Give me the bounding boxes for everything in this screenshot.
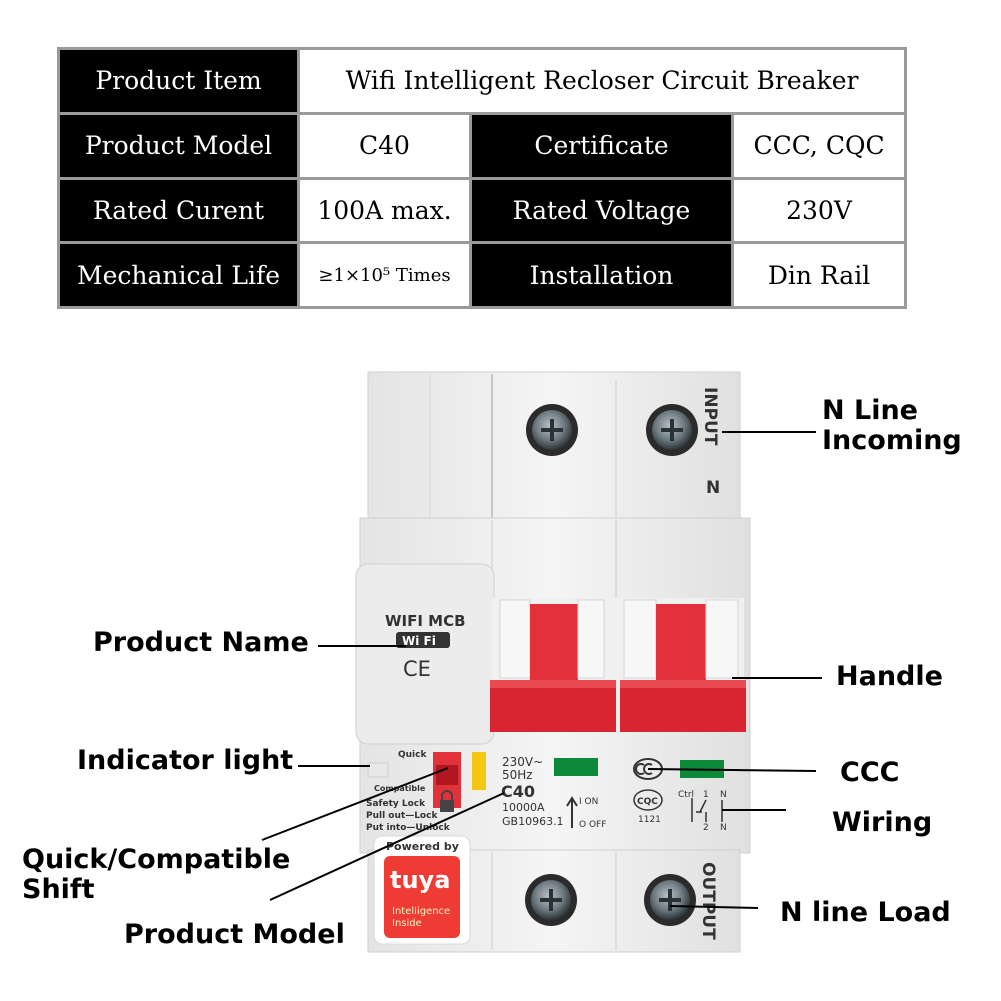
callout-handle: Handle xyxy=(836,661,943,692)
spec-header-cell: Mechanical Life xyxy=(57,241,300,309)
terminal-n-bottom-label: N xyxy=(720,823,727,833)
handles[interactable] xyxy=(490,598,746,732)
callout-n-line-incoming-line2: Incoming xyxy=(822,424,962,456)
off-label: O OFF xyxy=(579,820,606,830)
n-label-top: N xyxy=(706,478,720,498)
svg-text:Wi Fi: Wi Fi xyxy=(402,634,436,648)
on-off-arrow-icon xyxy=(566,796,578,828)
spec-value-cell: C40 xyxy=(297,111,472,180)
callout-indicator-light: Indicator light xyxy=(77,745,294,776)
intelligence-line-2: Inside xyxy=(392,918,422,929)
input-screw-left-icon xyxy=(526,404,578,456)
spec-header-cell: Rated Voltage xyxy=(469,176,734,245)
padlock-icon xyxy=(440,790,454,812)
breaking-label: 10000A xyxy=(502,801,545,814)
callout-product-model: Product Model xyxy=(124,919,345,950)
terminal-n-top-label: N xyxy=(720,790,727,800)
input-screw-right-icon xyxy=(646,404,698,456)
callout-line-ccc xyxy=(647,768,817,772)
callout-wiring: Wiring xyxy=(832,807,933,838)
standard-label: GB10963.1 xyxy=(502,815,564,828)
terminal-1-label: 1 xyxy=(703,790,709,800)
spec-value-cell: ≥1×10⁵ Times xyxy=(297,241,472,309)
terminal-2-label: 2 xyxy=(703,823,709,833)
quick-compatible-switch[interactable] xyxy=(433,752,461,808)
output-label: OUTPUT xyxy=(698,862,718,940)
spec-header-cell: Product Item xyxy=(57,47,300,115)
output-screw-right-icon xyxy=(644,874,696,926)
spec-value-cell: CCC, CQC xyxy=(730,111,908,180)
callout-quick-compatible-line1: Quick/Compatible xyxy=(22,844,291,875)
cqc-mark: CQC xyxy=(637,797,658,807)
output-screw-left-icon xyxy=(525,874,577,926)
quick-label: Quick xyxy=(398,750,427,760)
callout-ccc: CCC xyxy=(840,757,900,788)
tuya-badge: Powered by tuya Intelligence Inside xyxy=(373,835,471,945)
intelligence-line-1: Intelligence xyxy=(392,906,450,917)
input-label: INPUT xyxy=(700,387,720,446)
spec-value-cell: Din Rail xyxy=(730,241,908,309)
voltage-label: 230V~ xyxy=(502,755,543,769)
spec-header-cell: Rated Curent xyxy=(57,176,300,245)
status-led-yellow xyxy=(472,752,486,790)
compatible-label: Compatible xyxy=(374,784,426,793)
callout-quick-compatible-line2: Shift xyxy=(22,873,95,905)
callout-product-name: Product Name xyxy=(93,627,309,658)
pull-out-lock-label: Pull out—Lock xyxy=(366,811,438,821)
callout-n-line-incoming-line1: N Line xyxy=(822,395,918,426)
indicator-green-left xyxy=(554,758,598,776)
wifi-mcb-label: WIFI MCB xyxy=(385,612,466,630)
wifi-badge-icon: Wi Fi xyxy=(396,632,450,648)
spec-header-cell: Certificate xyxy=(469,111,734,180)
ctrl-label: Ctrl xyxy=(678,790,694,800)
put-into-unlock-label: Put into—Unlock xyxy=(366,823,451,833)
safety-lock-label: Safety Lock xyxy=(366,799,426,809)
on-label: I ON xyxy=(579,797,598,807)
callout-line-product-model xyxy=(269,792,505,901)
cert-number: 1121 xyxy=(638,815,661,825)
callout-quick-compatible-shift: Quick/Compatible Shift xyxy=(22,845,290,904)
spec-header-cell: Installation xyxy=(469,241,734,309)
spec-value-cell: 230V xyxy=(730,176,908,245)
model-label: C40 xyxy=(501,782,535,801)
callout-line-n-load xyxy=(669,905,759,909)
indicator-light xyxy=(367,762,389,778)
callout-line-quick-compatible xyxy=(261,767,449,841)
frequency-label: 50Hz xyxy=(502,768,533,782)
spec-header-cell: Product Model xyxy=(57,111,300,180)
spec-value-cell: Wifi Intelligent Recloser Circuit Breake… xyxy=(296,47,908,115)
tuya-logo: tuya xyxy=(390,866,450,894)
wiring-diagram-icon xyxy=(691,798,723,822)
callout-n-line-incoming: N Line Incoming xyxy=(822,396,962,455)
spec-value-cell: 100A max. xyxy=(297,176,472,245)
ce-mark: CE xyxy=(403,657,431,681)
callout-n-line-load: N line Load xyxy=(780,897,951,928)
powered-by-label: Powered by xyxy=(386,840,459,853)
